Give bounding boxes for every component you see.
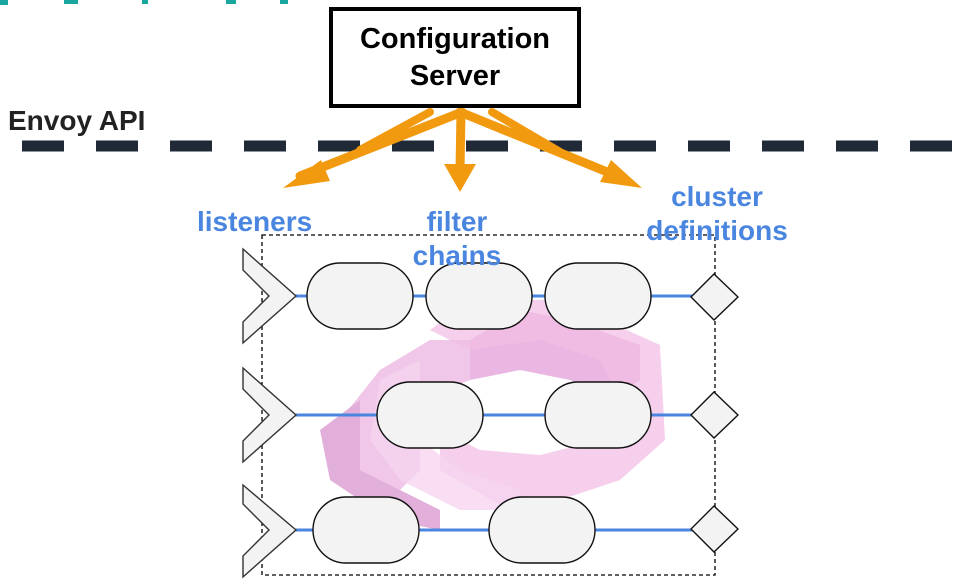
filter-node [544, 381, 652, 449]
filter-chains-label: filter chains [402, 205, 512, 273]
listener-chevron-icon [242, 483, 298, 579]
chain-row-2 [242, 366, 740, 464]
arrow-origin-right [488, 108, 564, 156]
listener-chevron-icon [242, 366, 298, 464]
cluster-diamond-icon [690, 273, 740, 321]
filter-node [376, 381, 484, 449]
cluster-definitions-line2: definitions [646, 215, 788, 246]
filter-node [488, 496, 596, 564]
envoy-api-label: Envoy API [8, 105, 146, 136]
filter-node [425, 262, 533, 330]
filter-node [312, 496, 420, 564]
filter-node [306, 262, 414, 330]
arrow-to-filter-chains-head [444, 164, 476, 192]
filter-node [544, 262, 652, 330]
cluster-definitions-line1: cluster [671, 181, 763, 212]
server-title-line1: Configuration [359, 22, 551, 55]
config-arrows [283, 107, 642, 192]
listeners-label-text: listeners [197, 206, 313, 237]
arrow-to-listeners-head [283, 160, 330, 188]
cluster-definitions-label: cluster definitions [632, 180, 802, 248]
server-title-line2: Server [409, 59, 501, 92]
top-cropped-heading [0, 0, 288, 5]
arrow-to-filter-chains [455, 107, 466, 175]
arrow-origin-left [356, 108, 434, 154]
chain-row-1 [242, 247, 740, 345]
arrow-to-clusters-head [600, 160, 642, 188]
listener-chevron-icon [242, 247, 298, 345]
listeners-label: listeners [197, 205, 312, 239]
envoy-logo-watermark [320, 300, 665, 530]
filter-chains-line2: chains [412, 240, 502, 271]
chain-row-3 [242, 483, 740, 579]
cluster-diamond-icon [690, 505, 740, 553]
configuration-server-box: Configuration Server [329, 7, 581, 108]
cluster-diamond-icon [690, 391, 740, 439]
arrow-to-listeners [295, 107, 467, 181]
filter-chains-line1: filter [426, 206, 488, 237]
